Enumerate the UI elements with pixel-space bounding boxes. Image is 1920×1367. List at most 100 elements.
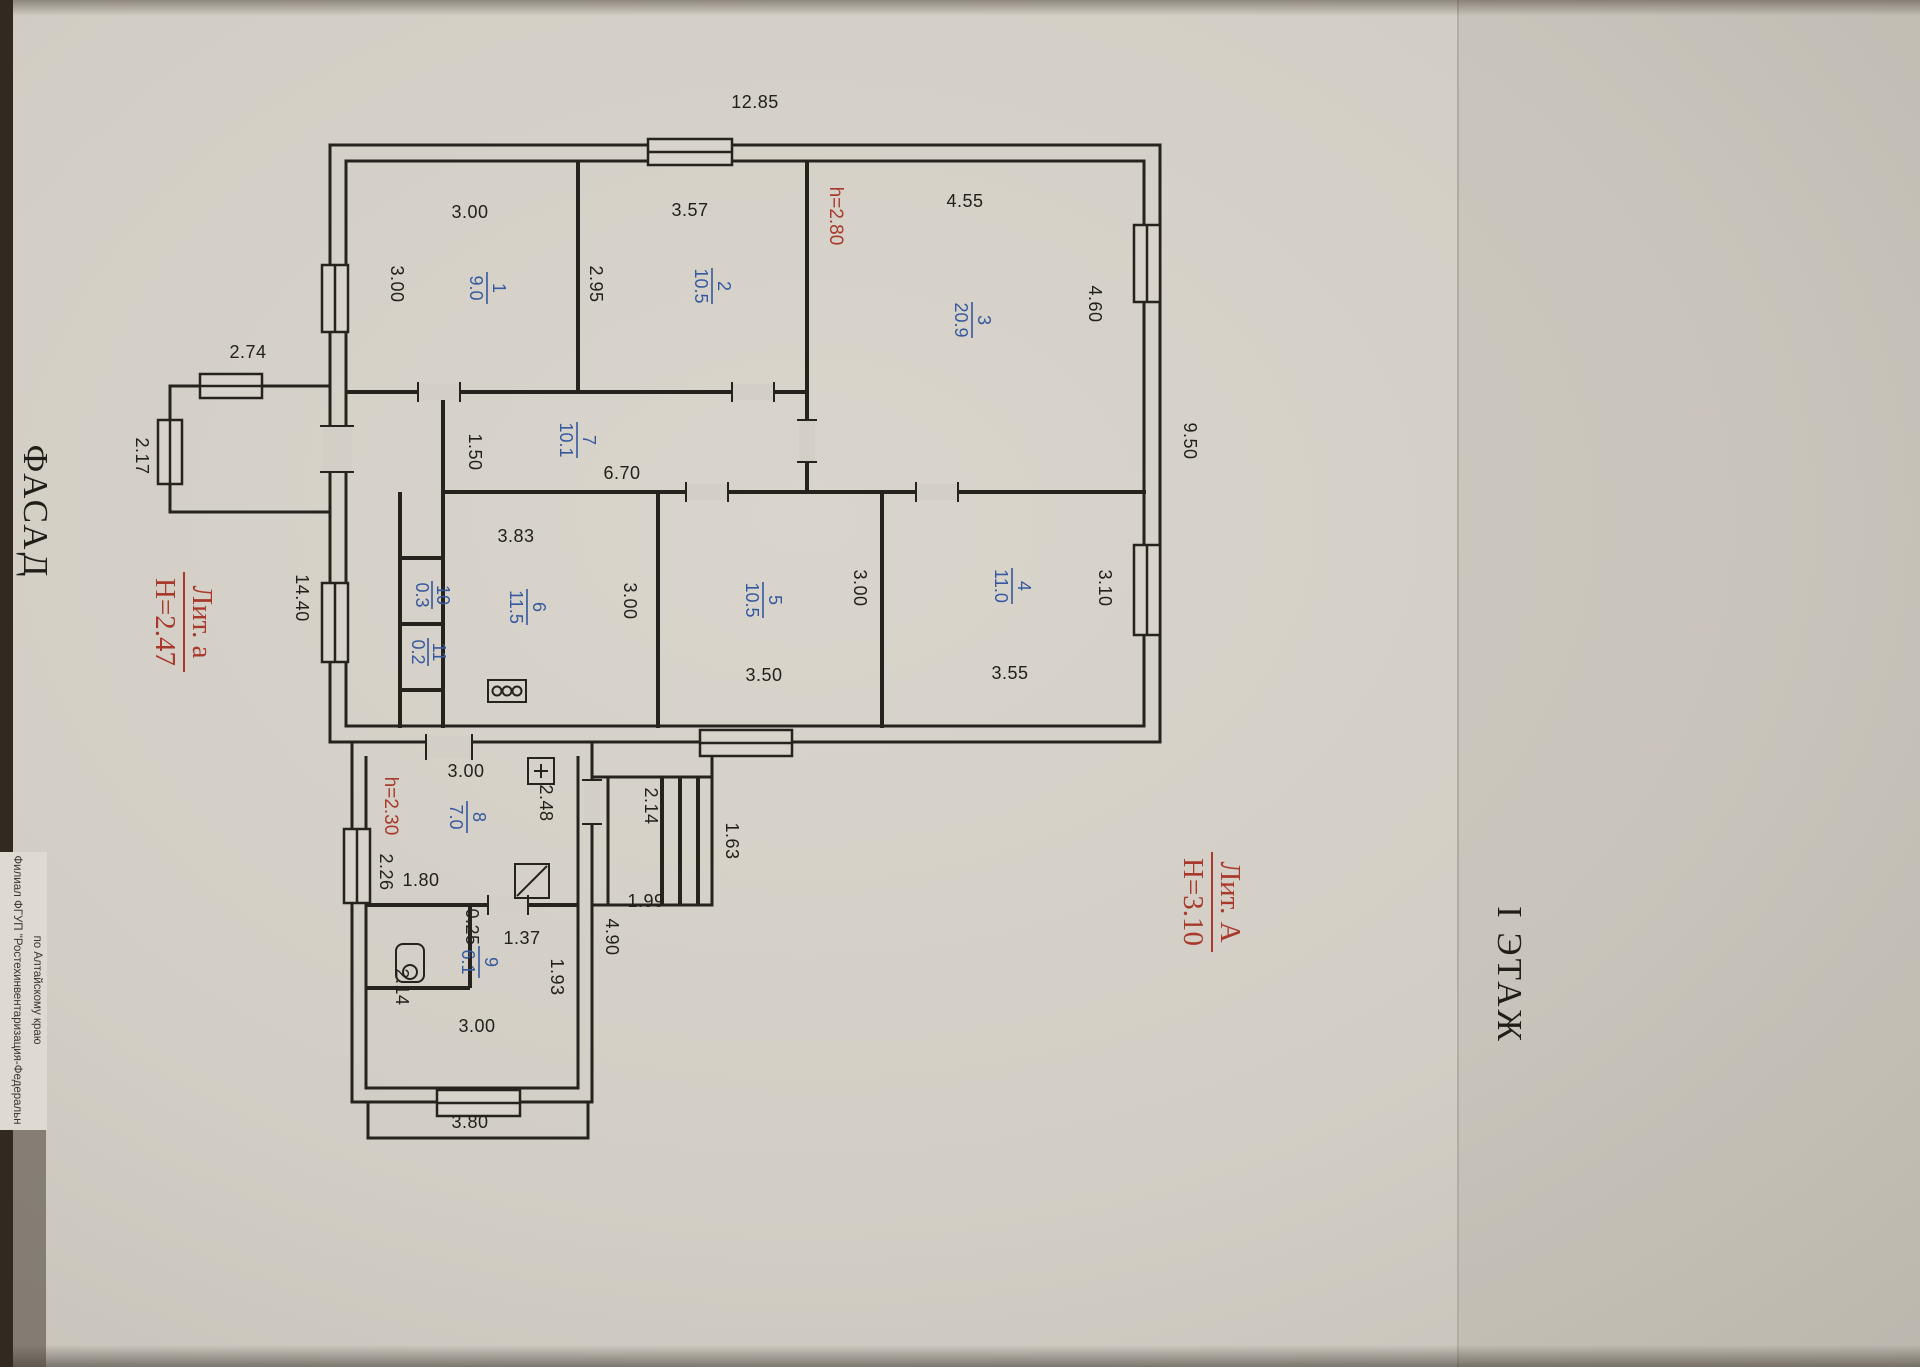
- lit-height: H=3.10: [1177, 858, 1209, 946]
- furnace-icon: [527, 757, 555, 785]
- dim-label: 12.85: [731, 92, 779, 112]
- room-area: 0.2: [408, 639, 428, 664]
- steps-outline: [366, 1102, 590, 1140]
- window-icon: [342, 827, 372, 905]
- room-labels: 1 9.0 2 10.5 3 20.9 7 10.1 10 0.3 11 0.2: [408, 268, 1034, 978]
- stamp-line1: Филиал ФГУП "Ростехинвентаризация-Федера…: [11, 855, 23, 1124]
- fixtures: [395, 679, 555, 983]
- dim-label: 1.63: [722, 822, 742, 859]
- room-number: 4: [1014, 581, 1034, 591]
- dim-label: 14.40: [292, 574, 312, 622]
- room-area: 7.0: [446, 804, 466, 829]
- floor-title: I ЭТАЖ: [1490, 906, 1529, 1044]
- room-area: 10.5: [691, 268, 711, 303]
- dim-label: 3.00: [620, 582, 640, 619]
- ceiling-height-annex: h=2.30: [380, 777, 401, 836]
- room-area: 11.5: [506, 590, 526, 624]
- lit-height: H=2.47: [149, 578, 181, 666]
- bti-stamp: Филиал ФГУП "Ростехинвентаризация-Федера…: [11, 855, 43, 1124]
- room-area: 10.1: [556, 422, 576, 457]
- dim-label: 2.17: [132, 437, 152, 474]
- dim-label: 3.00: [451, 202, 488, 222]
- dim-label: 3.55: [991, 663, 1028, 683]
- dim-label: 0.25: [462, 908, 482, 945]
- dim-label: 4.55: [946, 191, 983, 211]
- red-annotations: h=2.80 h=2.30 Лит. А H=3.10 Лит. a H=2.4…: [149, 187, 1246, 952]
- stamp-line2: по Алтайскому краю: [31, 936, 43, 1045]
- room-area: 6.1: [458, 949, 478, 974]
- window-icon: [435, 1088, 522, 1118]
- room-label-7: 7 10.1: [556, 422, 599, 458]
- bottom-edge-shadow: [0, 1345, 1920, 1367]
- room-label-4: 4 11.0: [991, 568, 1034, 604]
- room-label-11: 11 0.2: [408, 638, 449, 666]
- room-area: 20.9: [951, 302, 971, 337]
- room-label-9: 9 6.1: [458, 946, 501, 978]
- room-label-5: 5 10.5: [742, 582, 785, 618]
- dim-label: 4.90: [602, 918, 622, 955]
- top-edge-shadow: [0, 0, 1920, 16]
- room-number: 10: [433, 585, 453, 605]
- room-area: 0.3: [412, 582, 432, 607]
- window-icon: [646, 137, 734, 167]
- room-number: 5: [765, 595, 785, 605]
- room-number: 3: [974, 315, 994, 325]
- dim-label: 2.14: [641, 787, 661, 824]
- lit-a-main-label: Лит. А H=3.10: [1177, 852, 1246, 952]
- dim-label: 1.80: [402, 870, 439, 890]
- room-number: 6: [529, 602, 549, 612]
- room-number: 7: [579, 435, 599, 445]
- door-openings: [322, 384, 958, 913]
- dim-label: 2.95: [586, 265, 606, 302]
- room-number: 9: [481, 957, 501, 967]
- room-label-6: 6 11.5: [506, 589, 549, 625]
- room-label-2: 2 10.5: [691, 268, 734, 304]
- dim-label: 3.80: [451, 1112, 488, 1132]
- dim-label: 9.50: [1180, 422, 1200, 459]
- room-area: 9.0: [466, 275, 486, 300]
- room-label-10: 10 0.3: [412, 581, 453, 609]
- lit-a-annex-label: Лит. a H=2.47: [149, 572, 218, 672]
- hatch-icon: [514, 863, 550, 899]
- room-label-3: 3 20.9: [951, 302, 994, 338]
- scan-edge-strip: [0, 0, 13, 1367]
- ceiling-height-main: h=2.80: [825, 187, 846, 246]
- dim-label: 1.93: [547, 958, 567, 995]
- dim-label: 3.00: [458, 1016, 495, 1036]
- dim-label: 2.48: [536, 784, 556, 821]
- dim-label: 2.74: [229, 342, 266, 362]
- dim-label: 3.00: [387, 265, 407, 302]
- dim-label: 4.60: [1085, 285, 1105, 322]
- room-number: 11: [429, 643, 449, 662]
- window-icon: [698, 728, 794, 758]
- room-number: 8: [469, 812, 489, 822]
- dim-label: 3.50: [745, 665, 782, 685]
- dim-label: 3.10: [1095, 569, 1115, 606]
- room-label-1: 1 9.0: [466, 272, 509, 304]
- dimension-labels: 12.85 3.00 3.57 4.55 3.00 2.95 4.60 9.50…: [132, 92, 1200, 1132]
- room-label-8: 8 7.0: [446, 801, 489, 833]
- dim-label: 1.50: [465, 433, 485, 470]
- dim-label: 3.00: [447, 761, 484, 781]
- dim-label: 1.99: [627, 891, 664, 911]
- dim-label: 2.14: [392, 968, 412, 1005]
- window-icon: [1132, 543, 1162, 637]
- room-area: 11.0: [991, 569, 1011, 603]
- page-fold-shadow: [1458, 0, 1920, 1367]
- dim-label: 3.57: [671, 200, 708, 220]
- room-number: 1: [489, 283, 509, 293]
- windows: [156, 137, 1162, 1118]
- toilet-icon: [395, 943, 425, 983]
- dim-label: 3.00: [850, 569, 870, 606]
- facade-title: ФАСАД: [16, 445, 55, 580]
- room-number: 2: [714, 281, 734, 291]
- dim-label: 2.26: [376, 853, 396, 890]
- lit-name: Лит. a: [186, 585, 218, 658]
- dim-label: 1.37: [503, 928, 540, 948]
- dim-label: 3.83: [497, 526, 534, 546]
- window-icon: [1132, 223, 1162, 304]
- window-icon: [320, 263, 350, 334]
